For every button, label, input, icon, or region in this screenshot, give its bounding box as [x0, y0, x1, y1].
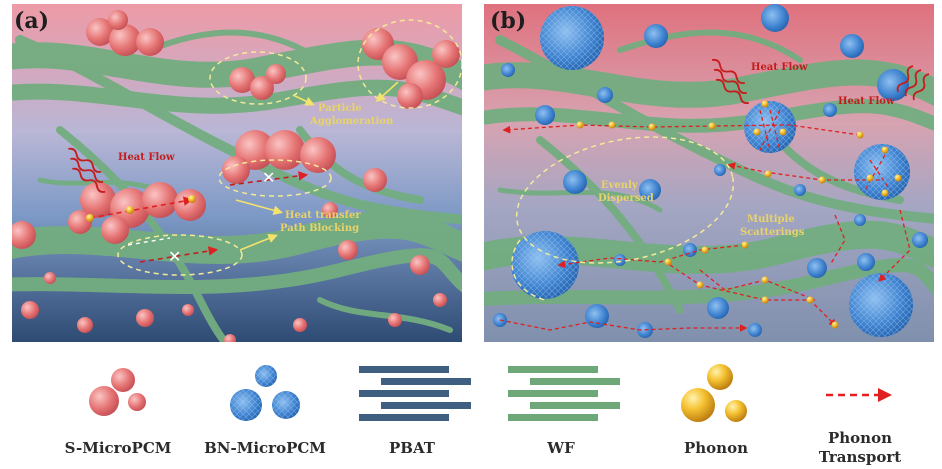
block-cross-icon: ✕	[168, 247, 181, 266]
heat-flow-label-a: Heat Flow	[118, 152, 175, 163]
heat-transfer-label-2: Path Blocking	[280, 223, 359, 234]
heat-transfer-label-1: Heat transfer	[285, 210, 361, 221]
legend-s-micropcm: S-MicroPCM	[65, 368, 172, 457]
legend-label-s-micropcm: S-MicroPCM	[65, 439, 172, 457]
panel-a: ✕ ✕ (a) Heat Flow Particle Agglomeration…	[12, 4, 462, 342]
annotation-arrows-a	[235, 81, 399, 251]
panel-a-label: (a)	[14, 8, 49, 34]
multiple-scatterings-label-1: Multiple	[747, 214, 795, 225]
phonon-transport-b	[499, 109, 911, 332]
particle-agglomeration-label-1: Particle	[318, 103, 362, 114]
legend-bn-micropcm: BN-MicroPCM	[204, 365, 326, 457]
heat-flow-icon	[68, 147, 106, 193]
dispersion-outline-b-tail	[511, 239, 546, 301]
legend-label-phonon-transport-2: Transport	[819, 448, 901, 466]
agglomeration-outlines-a	[117, 19, 462, 276]
s-micropcm-icon	[89, 368, 146, 416]
dispersion-outline-b	[515, 136, 735, 264]
evenly-dispersed-label-2: Dispersed	[598, 193, 654, 204]
particle-agglomeration-label-2: Agglomeration	[309, 116, 394, 127]
heat-flow-label-b2: Heat Flow	[838, 96, 895, 107]
s-micropcm-particles-a	[12, 10, 460, 342]
legend-label-pbat: PBAT	[389, 439, 436, 457]
bn-micropcm-particles-b	[493, 4, 928, 338]
block-cross-icon: ✕	[262, 168, 275, 187]
legend-phonon: Phonon	[681, 364, 748, 457]
heat-flow-label-b1: Heat Flow	[751, 62, 808, 73]
phonon-transport-a: ✕ ✕	[86, 168, 309, 266]
legend-label-bn-micropcm: BN-MicroPCM	[204, 439, 326, 457]
legend-pbat: PBAT	[359, 366, 471, 457]
legend-wf: WF	[508, 366, 620, 457]
panel-b-label: (b)	[490, 8, 526, 34]
heat-flow-icon	[896, 65, 930, 101]
wf-fibers-a	[12, 29, 462, 342]
evenly-dispersed-label-1: Evenly	[601, 180, 639, 191]
legend: S-MicroPCM BN-MicroPCM	[65, 364, 901, 466]
legend-phonon-transport: Phonon Transport	[819, 388, 901, 466]
wf-icon	[508, 366, 620, 421]
legend-label-phonon-transport-1: Phonon	[828, 429, 892, 447]
panel-b: (b) Heat Flow Heat Flow Evenly Dispersed…	[484, 4, 934, 342]
heat-flow-icon	[711, 58, 749, 105]
phonons-b	[576, 100, 902, 329]
bn-micropcm-icon	[230, 365, 300, 421]
multiple-scatterings-label-2: Scatterings	[740, 227, 805, 238]
legend-label-phonon: Phonon	[684, 439, 748, 457]
pbat-icon	[359, 366, 471, 421]
phonon-transport-arrow-icon	[826, 388, 892, 402]
phonon-icon	[681, 364, 747, 422]
legend-label-wf: WF	[546, 439, 575, 457]
